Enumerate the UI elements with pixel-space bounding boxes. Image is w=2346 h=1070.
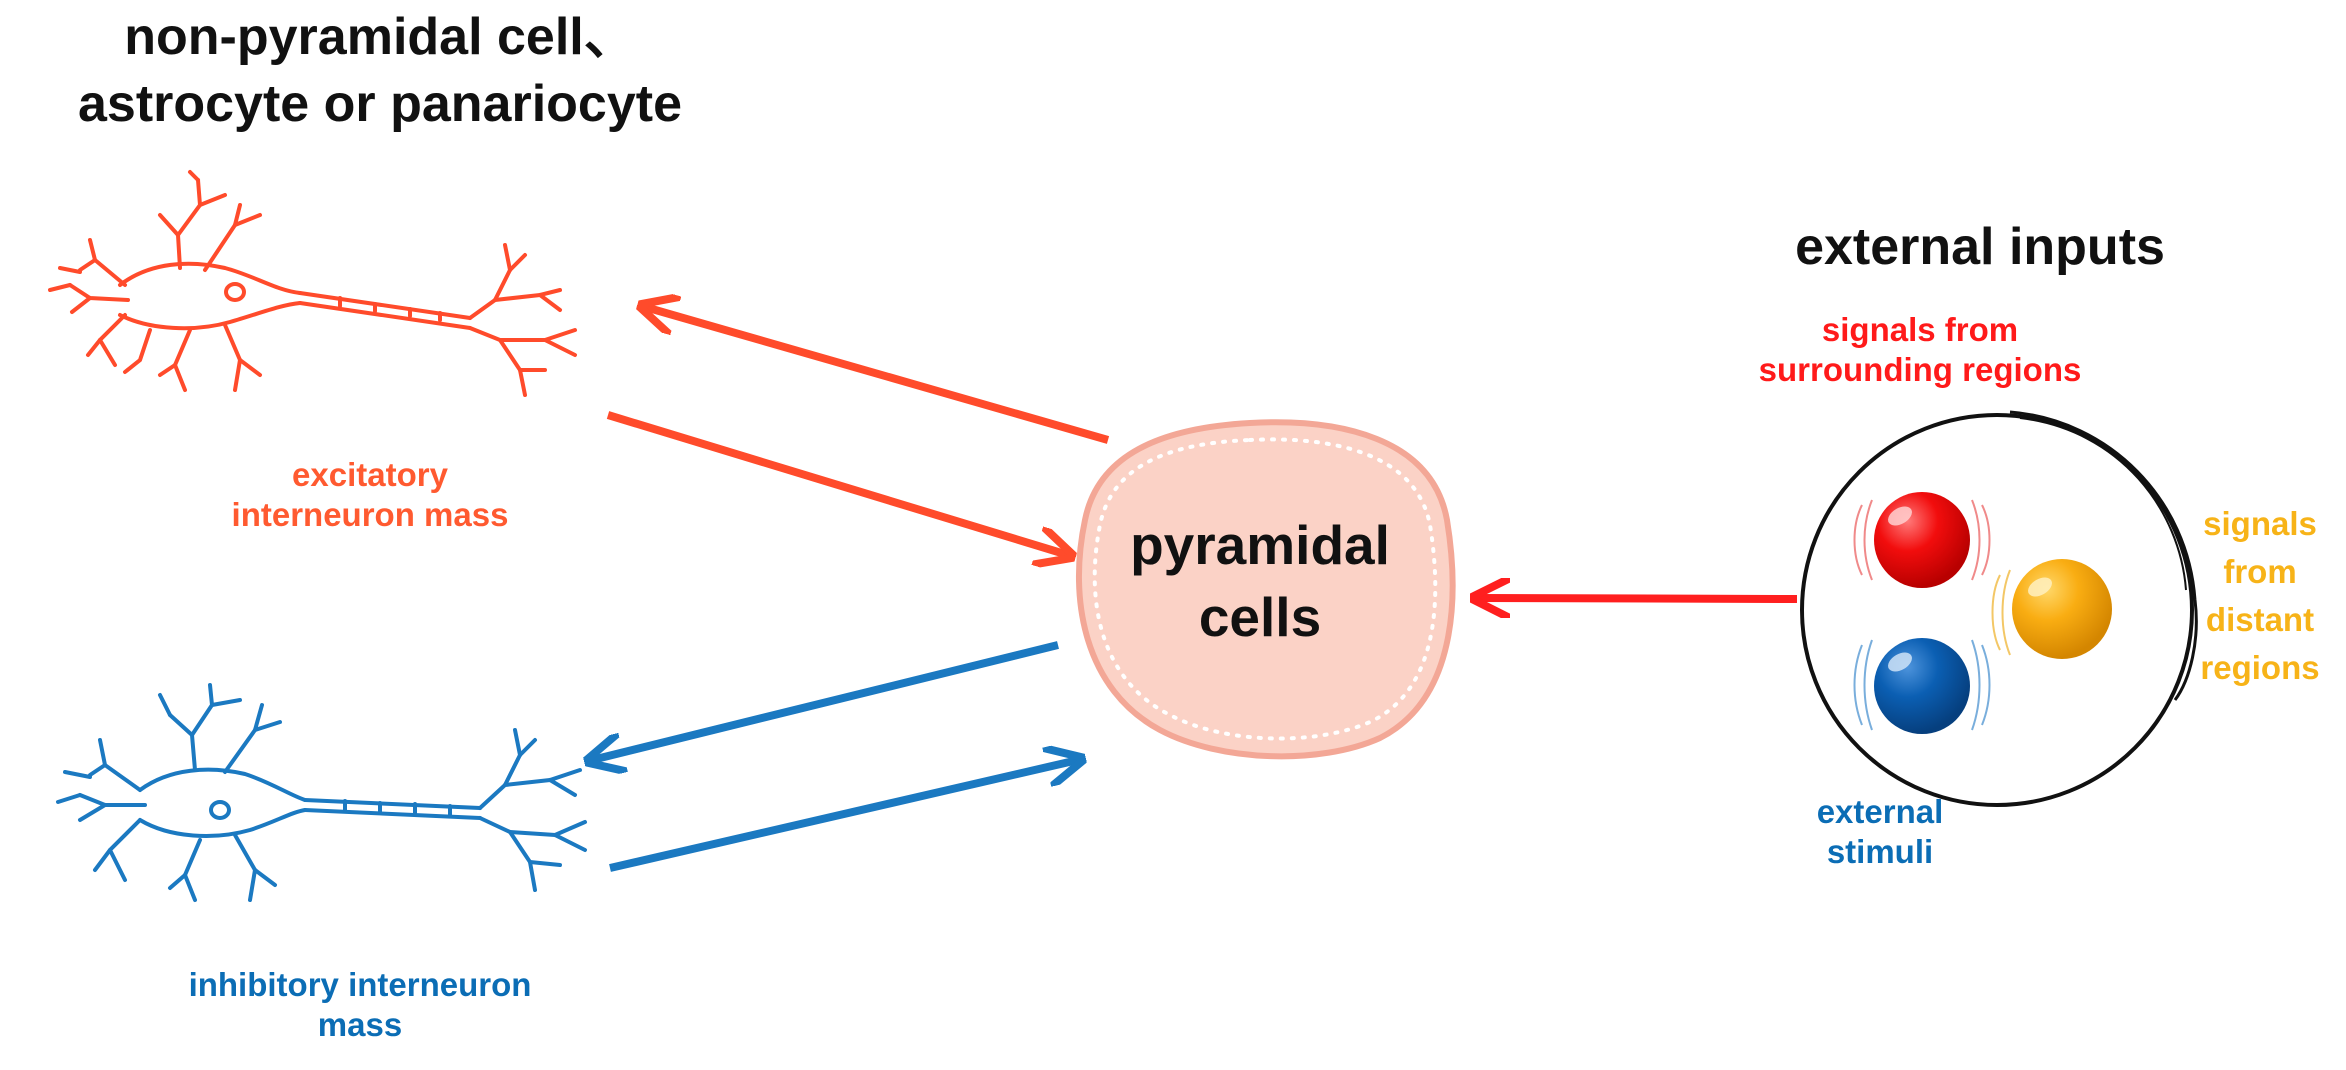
- pyramidal-cells-node: [1075, 419, 1456, 760]
- external-stimuli-label: external stimuli: [1816, 793, 1944, 870]
- excitatory-neuron-icon: [48, 170, 577, 397]
- inhibitory-interneuron-label: inhibitory interneuron mass: [188, 966, 532, 1043]
- arrow-external-to-pyramidal: [1478, 598, 1798, 599]
- distant-regions-label: signals from distant regions: [2200, 505, 2320, 686]
- inhibitory-neuron-icon: [56, 683, 587, 902]
- excitatory-interneuron-label: excitatory interneuron mass: [231, 456, 509, 533]
- pyramidal-cells-dotted-border: [1092, 437, 1438, 741]
- arrow-pyramidal-to-excitatory: [645, 307, 1110, 444]
- surrounding-regions-label: signals from surrounding regions: [1758, 311, 2082, 388]
- arrow-inhibitory-to-pyramidal: [609, 760, 1078, 872]
- red-sphere-icon: [1853, 492, 1991, 588]
- arrow-excitatory-to-pyramidal: [606, 411, 1068, 555]
- external-inputs-circle-sketch: [2009, 410, 2198, 701]
- yellow-sphere-icon: [1991, 559, 2112, 659]
- blue-sphere-icon: [1853, 638, 1991, 734]
- pyramidal-cells-label: pyramidal cells: [1130, 514, 1390, 648]
- page-title: non-pyramidal cell、 astrocyte or panario…: [77, 8, 683, 133]
- external-inputs-circle-sketch-2: [2019, 417, 2187, 591]
- external-inputs-title: external inputs: [1795, 218, 2165, 276]
- arrow-pyramidal-to-inhibitory: [592, 641, 1059, 760]
